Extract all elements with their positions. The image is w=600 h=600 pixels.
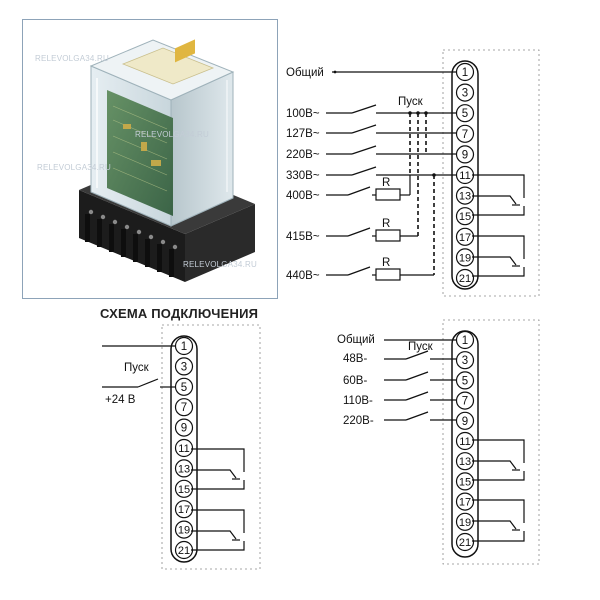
terminal-pin	[455, 268, 475, 288]
terminal-pin-number: 9	[181, 423, 187, 435]
terminal-pin-number: 13	[178, 463, 190, 475]
terminal-pin-number: 9	[462, 149, 468, 161]
terminal-pin-number: 5	[462, 375, 468, 387]
input-voltage-label: 60В-	[343, 375, 367, 387]
terminal-pin-number: 11	[459, 436, 470, 448]
terminal-pin-number: 11	[178, 443, 189, 455]
watermark-text: RELEVOLGA34.RU	[37, 163, 111, 172]
terminal-pin-number: 3	[462, 88, 468, 100]
terminal-pin-number: 13	[459, 191, 471, 203]
terminal-pin-number: 21	[459, 537, 471, 549]
start-label: Пуск	[408, 341, 434, 353]
terminal-pin	[455, 207, 475, 226]
terminal-pin	[174, 357, 194, 376]
input-voltage-label: 110В-	[343, 395, 373, 407]
start-label: Пуск	[398, 96, 424, 108]
terminal-pin-number: 15	[459, 211, 471, 223]
terminal-pin	[455, 411, 475, 430]
start-label: Пуск	[124, 362, 150, 374]
input-voltage-label: 400В~	[286, 190, 320, 202]
terminal-pin	[174, 520, 194, 539]
scheme-title: СХЕМА ПОДКЛЮЧЕНИЯ	[100, 306, 259, 321]
resistor	[375, 268, 401, 281]
terminal-pin	[174, 398, 194, 417]
terminal-pin	[174, 459, 194, 478]
terminal-pin-number: 11	[459, 170, 470, 182]
terminal-pin-number: 13	[459, 456, 471, 468]
terminal-pin-number: 15	[459, 476, 471, 488]
terminal-pin	[174, 438, 194, 458]
terminal-pin	[455, 124, 475, 143]
terminal-pin-number: 21	[178, 545, 190, 557]
resistor-label: R	[382, 218, 390, 230]
terminal-pin-number: 3	[462, 355, 468, 367]
input-voltage-label: 100В~	[286, 108, 320, 120]
input-voltage-label: 415В~	[286, 231, 320, 243]
terminal-pin	[174, 500, 194, 519]
voltage-label: +24 В	[105, 394, 136, 406]
resistor-label: R	[382, 257, 390, 269]
resistor-label: R	[382, 177, 390, 189]
module-outline	[442, 49, 540, 297]
watermark-text: RELEVOLGA34.RU	[35, 54, 109, 63]
terminal-pin-number: 21	[459, 273, 471, 285]
terminal-pin-number: 7	[462, 396, 468, 408]
terminal-pin	[455, 472, 475, 491]
relay-device-illustration	[79, 39, 255, 282]
input-voltage-label: 48В-	[343, 353, 367, 365]
watermark-text: RELEVOLGA34.RU	[183, 260, 257, 269]
terminal-pin	[455, 351, 475, 370]
input-voltage-label: 330В~	[286, 170, 320, 182]
resistor	[375, 188, 401, 201]
input-voltage-label: 440В~	[286, 270, 320, 282]
terminal-pin-number: 5	[462, 108, 468, 120]
terminal-pin	[174, 418, 194, 437]
terminal-pin-number: 19	[459, 517, 471, 529]
terminal-pin-number: 5	[181, 382, 187, 394]
terminal-pin-number: 19	[178, 525, 190, 537]
product-photo: RELEVOLGA34.RU RELEVOLGA34.RU RELEVOLGA3…	[22, 19, 278, 299]
input-voltage-label: 127В~	[286, 128, 320, 140]
common-label: Общий	[286, 67, 324, 79]
terminal-pin	[455, 431, 475, 451]
input-voltage-label: 220В~	[286, 149, 320, 161]
common-label: Общий	[337, 334, 375, 346]
terminal-pin	[455, 227, 475, 246]
terminal-pin	[455, 492, 475, 511]
terminal-pin	[455, 512, 475, 531]
terminal-pin-number: 17	[459, 232, 471, 244]
terminal-pin-number: 9	[462, 416, 468, 428]
terminal-pin-number: 19	[459, 252, 471, 264]
terminal-pin-number: 15	[178, 484, 190, 496]
terminal-pin-number: 7	[462, 129, 468, 141]
terminal-pin-number: 17	[459, 497, 471, 509]
terminal-pin	[455, 83, 475, 102]
terminal-pin-number: 1	[462, 335, 468, 347]
watermark-text: RELEVOLGA34.RU	[135, 130, 209, 139]
terminal-pin-number: 1	[181, 341, 187, 353]
terminal-pin-number: 17	[178, 504, 190, 516]
terminal-pin	[455, 532, 475, 552]
terminal-pin-number: 1	[462, 67, 468, 79]
module-outline	[161, 324, 261, 570]
terminal-pin-number: 7	[181, 402, 187, 414]
resistor	[375, 229, 401, 242]
input-voltage-label: 220В-	[343, 415, 374, 427]
terminal-pin-number: 3	[181, 361, 187, 373]
